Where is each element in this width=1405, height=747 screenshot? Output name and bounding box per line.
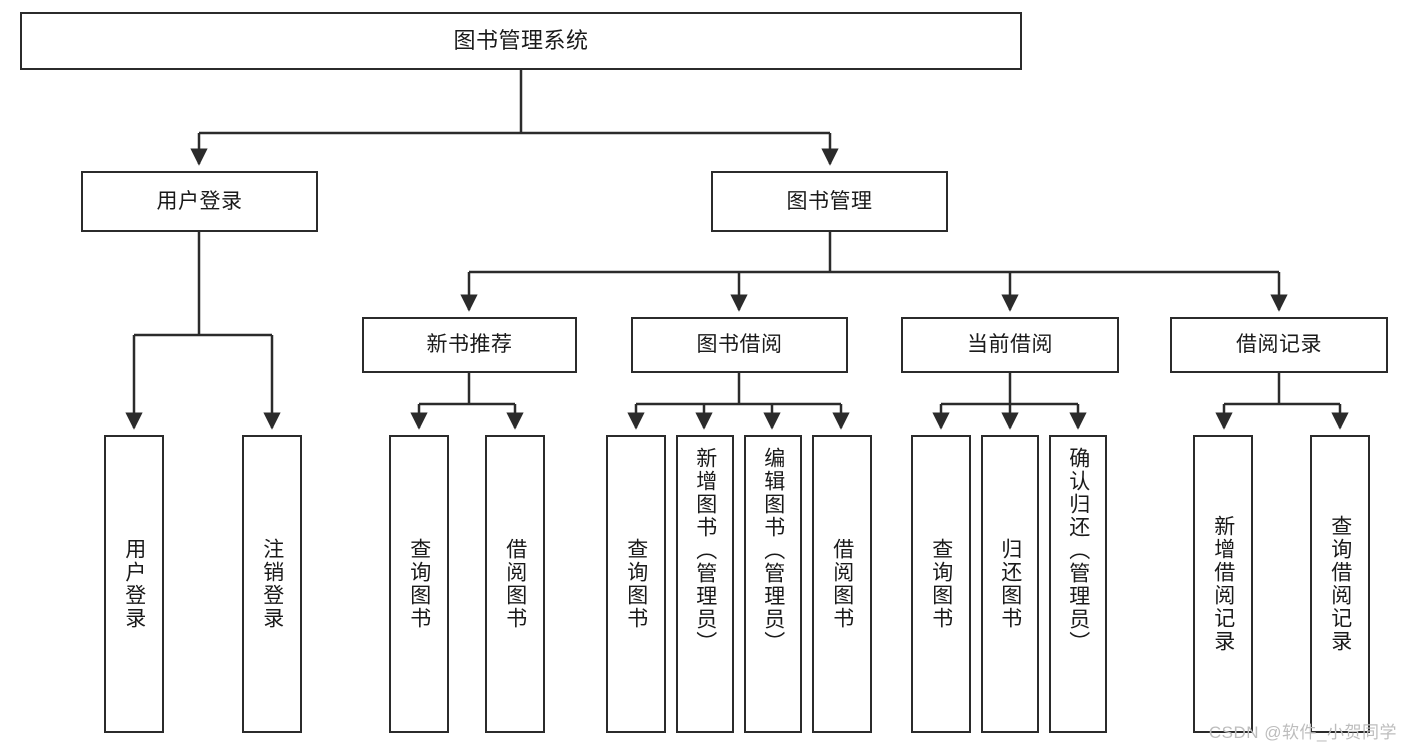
leaf-user-login[interactable]: 用户登录 [104, 435, 164, 733]
node-root-system[interactable]: 图书管理系统 [20, 12, 1022, 70]
node-book-management[interactable]: 图书管理 [711, 171, 948, 232]
node-label: 新书推荐 [426, 333, 513, 357]
leaf-user-logout[interactable]: 注销登录 [242, 435, 302, 733]
leaf-query-book-borrow[interactable]: 查询图书 [606, 435, 666, 733]
node-label: 新增借阅记录 [1211, 515, 1235, 653]
node-new-book-recommend[interactable]: 新书推荐 [362, 317, 577, 373]
leaf-edit-book-admin[interactable]: 编辑图书（管理员） [744, 435, 802, 733]
node-label: 图书管理系统 [453, 27, 589, 53]
node-label: 查询图书 [929, 538, 953, 630]
leaf-return-book[interactable]: 归还图书 [981, 435, 1039, 733]
node-label: 查询图书 [624, 538, 648, 630]
node-label: 查询借阅记录 [1328, 515, 1352, 653]
node-borrow-record[interactable]: 借阅记录 [1170, 317, 1388, 373]
leaf-confirm-return-admin[interactable]: 确认归还（管理员） [1049, 435, 1107, 733]
leaf-query-borrow-record[interactable]: 查询借阅记录 [1310, 435, 1370, 733]
node-current-borrow[interactable]: 当前借阅 [901, 317, 1119, 373]
node-label: 新增图书（管理员） [693, 447, 717, 654]
node-label: 编辑图书（管理员） [761, 447, 785, 654]
node-label: 归还图书 [998, 538, 1022, 630]
leaf-query-book-current[interactable]: 查询图书 [911, 435, 971, 733]
node-label: 图书管理 [786, 189, 873, 213]
node-label: 借阅图书 [830, 538, 854, 630]
node-label: 确认归还（管理员） [1066, 447, 1090, 654]
watermark-text: CSDN @软件_小贺同学 [1208, 723, 1397, 742]
node-label: 查询图书 [407, 538, 431, 630]
node-label: 图书借阅 [696, 333, 783, 357]
node-user-login[interactable]: 用户登录 [81, 171, 318, 232]
node-label: 用户登录 [156, 189, 243, 213]
leaf-borrow-book-recommend[interactable]: 借阅图书 [485, 435, 545, 733]
node-label: 借阅记录 [1236, 333, 1322, 357]
leaf-add-book-admin[interactable]: 新增图书（管理员） [676, 435, 734, 733]
node-label: 借阅图书 [503, 538, 527, 630]
node-label: 当前借阅 [967, 333, 1053, 357]
leaf-query-book-recommend[interactable]: 查询图书 [389, 435, 449, 733]
leaf-borrow-book[interactable]: 借阅图书 [812, 435, 872, 733]
leaf-add-borrow-record[interactable]: 新增借阅记录 [1193, 435, 1253, 733]
node-label: 用户登录 [122, 538, 146, 630]
node-book-borrow[interactable]: 图书借阅 [631, 317, 848, 373]
node-label: 注销登录 [260, 538, 284, 630]
